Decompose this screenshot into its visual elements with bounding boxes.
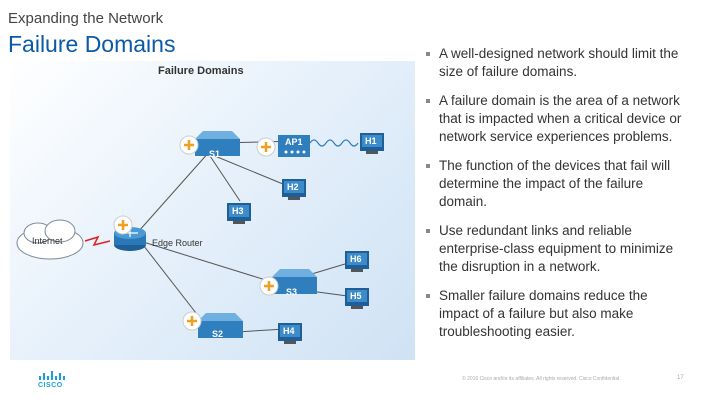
host-h3-icon [227,203,251,224]
bullet-marker [426,52,430,56]
bullet-list: A well-designed network should limit the… [425,45,690,352]
host-h6-icon [345,251,369,272]
switch-s1-icon [195,131,240,156]
bullet-item: Smaller failure domains reduce the impac… [425,287,690,341]
link-router-s3 [139,240,286,287]
link-router-s1 [129,150,211,242]
bullet-text: The function of the devices that fail wi… [439,158,671,209]
internet-cloud [16,219,84,260]
ap1-label: AP1 [285,137,303,147]
bullet-item: A failure domain is the area of a networ… [425,92,690,146]
wireless-link [309,139,359,147]
host-h4-icon [278,323,302,344]
bullet-text: A well-designed network should limit the… [439,46,679,79]
bullet-marker [426,164,430,168]
slide-subtitle: Expanding the Network [8,10,164,27]
bullet-item: A well-designed network should limit the… [425,45,690,81]
h5-label: H5 [350,291,362,301]
switch-s2-icon [198,313,243,338]
host-h5-icon [345,288,369,309]
bullet-text: Smaller failure domains reduce the impac… [439,288,648,339]
cisco-logo-text: CISCO [38,382,63,389]
cisco-logo-bars-icon [39,371,65,380]
s1-label: S1 [209,149,221,159]
s3-label: S3 [286,287,298,297]
figure-title: Failure Domains [158,65,244,77]
page-number: 17 [677,375,684,381]
bullet-item: The function of the devices that fail wi… [425,157,690,211]
h6-label: H6 [350,254,362,264]
cisco-logo: CISCO [38,371,68,391]
internet-label: Internet [32,236,63,246]
failure-domains-figure: Failure Domains Internet Edge Router S1 … [10,61,415,360]
edge-router-label: Edge Router [152,238,203,248]
bullet-text: Use redundant links and reliable enterpr… [439,223,674,274]
link-s1-h3 [209,155,241,202]
switch-s3-icon [272,269,317,294]
h3-label: H3 [232,206,244,216]
bullet-marker [426,99,430,103]
wan-link [84,235,111,247]
h1-label: H1 [365,136,377,146]
h4-label: H4 [283,326,295,336]
access-point-ap1-icon [278,135,310,157]
edge-router-icon [114,227,146,251]
bullet-marker [426,229,430,233]
s2-label: S2 [212,329,224,339]
footer-copyright: © 2016 Cisco and/or its affiliates. All … [462,376,620,382]
bullet-text: A failure domain is the area of a networ… [439,93,682,144]
slide-title: Failure Domains [8,31,176,57]
host-h1-icon [360,133,384,154]
bullet-marker [426,294,430,298]
h2-label: H2 [287,182,299,192]
bullet-item: Use redundant links and reliable enterpr… [425,222,690,276]
topology-diagram [16,131,384,344]
link-s1-h2 [214,155,296,190]
host-h2-icon [282,179,306,200]
